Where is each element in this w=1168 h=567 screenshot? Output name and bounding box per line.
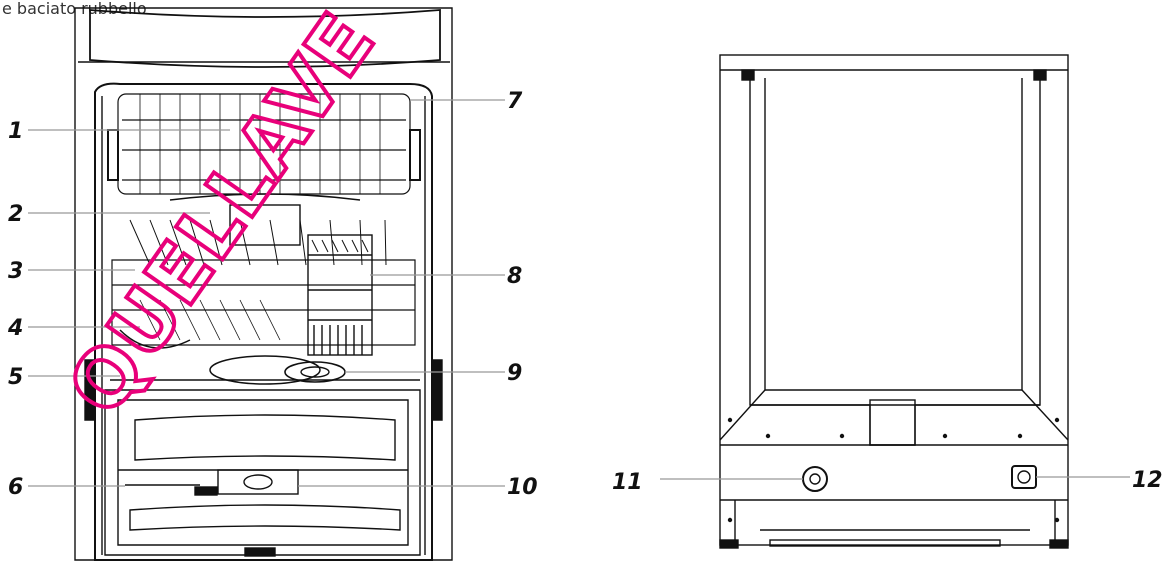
callout-5: 5: [8, 365, 23, 390]
front-view: [74, 7, 453, 561]
callout-8: 8: [507, 264, 522, 289]
front-callouts: 1 2 3 4 5 6 7 8 9 10: [7, 89, 538, 500]
upper-rack: [107, 93, 421, 195]
callout-12: 12: [1132, 468, 1163, 493]
rear-leader-lines: [660, 476, 1130, 480]
watermark-logo: QUELLAVE: [52, 0, 394, 431]
callout-4: 4: [7, 316, 23, 341]
lower-rack: [111, 219, 416, 349]
callout-7: 7: [507, 89, 523, 114]
callout-9: 9: [507, 361, 522, 386]
cutlery-basket: [307, 234, 373, 356]
callout-6: 6: [8, 475, 23, 500]
callout-3: 3: [8, 259, 23, 284]
callout-10: 10: [507, 475, 538, 500]
rear-view: [719, 54, 1069, 549]
open-door: [104, 389, 421, 556]
front-leader-lines: [28, 99, 505, 487]
callout-1: 1: [8, 119, 23, 144]
callout-2: 2: [8, 202, 23, 227]
callout-11: 11: [612, 470, 643, 495]
